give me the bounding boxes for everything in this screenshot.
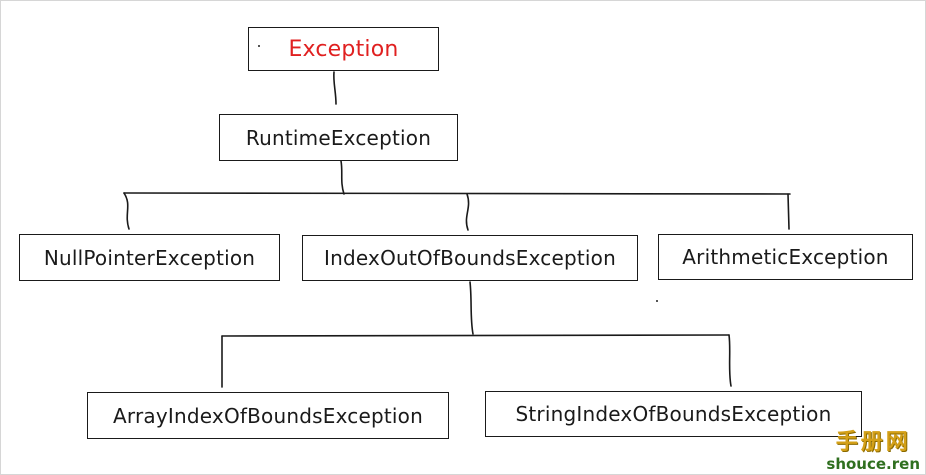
node-index-out-of-bounds-exception-label: IndexOutOfBoundsException	[324, 246, 616, 270]
node-arithmetic-exception-label: ArithmeticException	[682, 245, 889, 269]
node-string-index-out-of-bounds-exception-label: StringIndexOfBoundsException	[515, 402, 832, 426]
connector-level2-bar	[123, 192, 791, 195]
node-runtime-exception-label: RuntimeException	[245, 125, 432, 150]
node-exception: Exception	[248, 27, 439, 71]
stray-dot	[258, 45, 260, 47]
watermark-chinese-text: 手册网	[835, 430, 911, 455]
connector-exception-runtime	[332, 71, 337, 105]
connector-to-nullpointer	[123, 192, 130, 230]
node-null-pointer-exception-label: NullPointerException	[43, 245, 256, 270]
stray-dot	[656, 300, 658, 302]
watermark-domain-text: shouce.ren	[826, 455, 920, 473]
connector-to-stringindex	[728, 334, 732, 387]
connector-ioob-bar	[469, 281, 474, 335]
node-array-index-out-of-bounds-exception-label: ArrayIndexOfBoundsException	[113, 403, 423, 428]
node-index-out-of-bounds-exception: IndexOutOfBoundsException	[302, 235, 638, 281]
node-runtime-exception: RuntimeException	[219, 114, 458, 161]
node-arithmetic-exception: ArithmeticException	[658, 234, 913, 280]
connector-runtime-bar	[340, 160, 345, 195]
node-string-index-out-of-bounds-exception: StringIndexOfBoundsException	[485, 391, 862, 437]
node-exception-label: Exception	[288, 36, 399, 62]
node-null-pointer-exception: NullPointerException	[19, 234, 280, 281]
connector-level3-bar	[221, 334, 730, 337]
connector-to-arithmetic	[787, 193, 790, 230]
connector-to-indexoutofbounds	[465, 193, 470, 231]
node-array-index-out-of-bounds-exception: ArrayIndexOfBoundsException	[87, 392, 449, 439]
watermark-logo: 手册网 shouce.ren	[826, 430, 920, 474]
